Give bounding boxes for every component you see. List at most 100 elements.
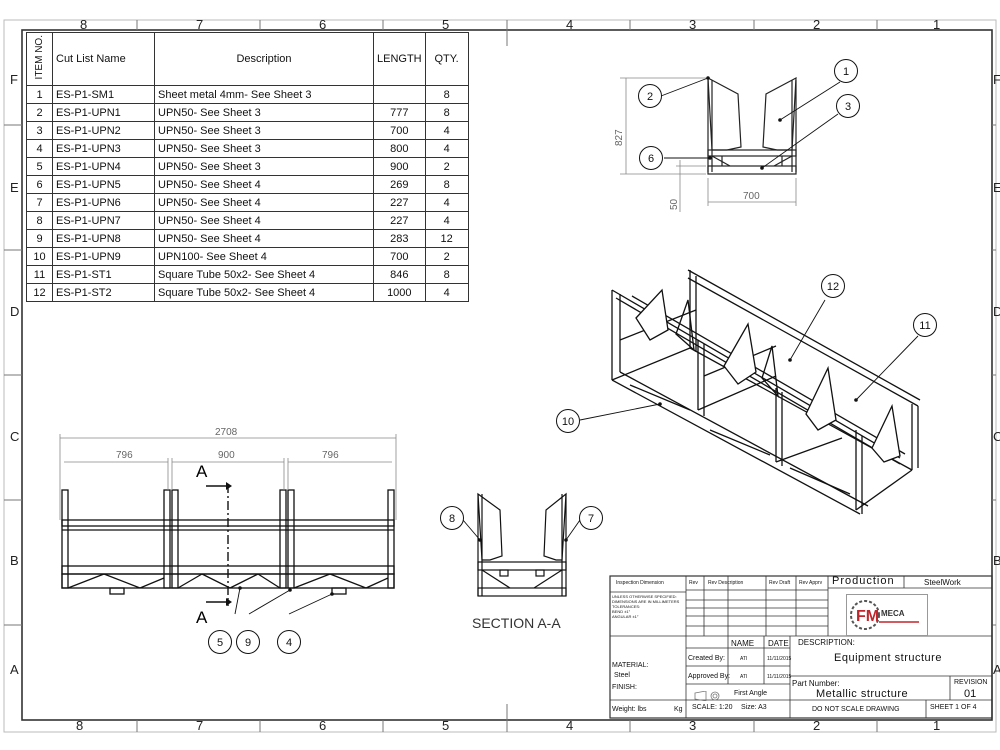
bom-item: 11 [26,265,53,284]
inspection-dimension-label: Inspection Dimension [616,580,664,586]
projection-symbol [694,688,722,702]
bom-qty: 8 [424,85,469,104]
zone-row-label: D [10,304,19,319]
part-number-value: Metallic structure [816,688,909,700]
general-notes: UNLESS OTHERWISE SPECIFIED: DIMENSIONS A… [612,594,680,619]
zone-col-label: 6 [319,17,326,32]
zone-row-label: E [10,180,19,195]
balloon-12-label: 12 [827,281,839,293]
zone-col-label: 1 [933,718,940,733]
balloon-2: 2 [638,84,662,108]
balloon-11-label: 11 [919,320,930,332]
bom-qty: 4 [424,211,469,230]
material-value: Steel [614,672,630,679]
bom-desc: UPN100- See Sheet 4 [154,247,374,266]
approved-date: 11/11/2015 [767,674,792,680]
rev-description-header: Rev Description [708,580,744,586]
zone-row-label: A [993,662,1000,677]
first-angle-projection-icon [694,690,720,702]
end-view-dimensions [620,77,797,212]
dim-end-width: 700 [743,191,760,202]
balloon-3-label: 3 [845,101,851,113]
dim-front-bay: 796 [322,450,339,461]
sheet-number: SHEET 1 OF 4 [930,704,977,711]
finish-label: FINISH: [612,684,637,691]
zone-col-label: 2 [813,17,820,32]
front-view-dimensions [59,434,397,520]
zone-row-label: B [10,553,19,568]
date-column-header: DATE [768,639,789,648]
zone-col-label: 4 [566,17,573,32]
balloon-12: 12 [821,274,845,298]
zone-col-label: 8 [76,718,83,733]
bom-header-description: Description [154,32,374,86]
bom-name: ES-P1-UPN6 [52,193,155,212]
bom-name: ES-P1-UPN8 [52,229,155,248]
bom-length: 700 [373,121,426,140]
outer-border [3,19,997,733]
logo-emblem: FM [850,600,919,630]
bom-desc: UPN50- See Sheet 3 [154,157,374,176]
bom-desc: Square Tube 50x2- See Sheet 4 [154,283,374,302]
end-view [707,76,797,175]
zone-row-label: E [993,180,1000,195]
bom-length: 777 [373,103,426,122]
section-cut-line [206,482,232,606]
bom-name: ES-P1-UPN5 [52,175,155,194]
balloon-1: 1 [834,59,858,83]
bom-item: 6 [26,175,53,194]
no-scale-note: DO NOT SCALE DRAWING [812,706,900,713]
approved-by-label: Approved By: [688,673,731,680]
bom-name: ES-P1-SM1 [52,85,155,104]
zone-col-label: 6 [319,718,326,733]
bom-length: 900 [373,157,426,176]
weight-label: Weight: lbs [612,706,647,713]
revision-label: REVISION [954,679,988,686]
balloon-10-label: 10 [562,416,574,428]
bom-item: 5 [26,157,53,176]
created-by-name: ATI [740,656,748,662]
bom-qty: 2 [424,247,469,266]
bom-item: 10 [26,247,53,266]
bom-header-name: Cut List Name [52,32,155,86]
part-number-label: Part Number: [792,679,840,688]
bom-desc: UPN50- See Sheet 4 [154,229,374,248]
zone-col-label: 8 [80,17,87,32]
bom-qty: 8 [424,103,469,122]
balloon-8-label: 8 [449,513,455,525]
bom-desc: UPN50- See Sheet 3 [154,139,374,158]
zone-col-label: 2 [813,718,820,733]
zone-row-label: F [993,72,1000,87]
balloon-7-label: 7 [588,513,594,525]
revision-value: 01 [964,688,977,700]
balloon-6-label: 6 [648,153,654,165]
bom-desc: UPN50- See Sheet 4 [154,211,374,230]
sheet-size: Size: A3 [741,704,767,711]
balloon-6: 6 [639,146,663,170]
bom-qty: 2 [424,157,469,176]
bom-name: ES-P1-UPN9 [52,247,155,266]
bom-qty: 8 [424,265,469,284]
bom-qty: 4 [424,283,469,302]
bom-name: ES-P1-UPN2 [52,121,155,140]
bom-header-qty: QTY. [424,32,469,86]
bom-length: 283 [373,229,426,248]
zone-col-label: 5 [442,17,449,32]
bom-qty: 8 [424,175,469,194]
zone-col-label: 1 [933,17,940,32]
section-title: SECTION A-A [472,615,561,631]
section-letter: A [196,462,208,481]
bom-length: 800 [373,139,426,158]
section-view [477,492,567,597]
bom-header-item: ITEM NO. [26,32,53,86]
bom-item: 9 [26,229,53,248]
bom-name: ES-P1-UPN3 [52,139,155,158]
zone-col-label: 5 [442,718,449,733]
